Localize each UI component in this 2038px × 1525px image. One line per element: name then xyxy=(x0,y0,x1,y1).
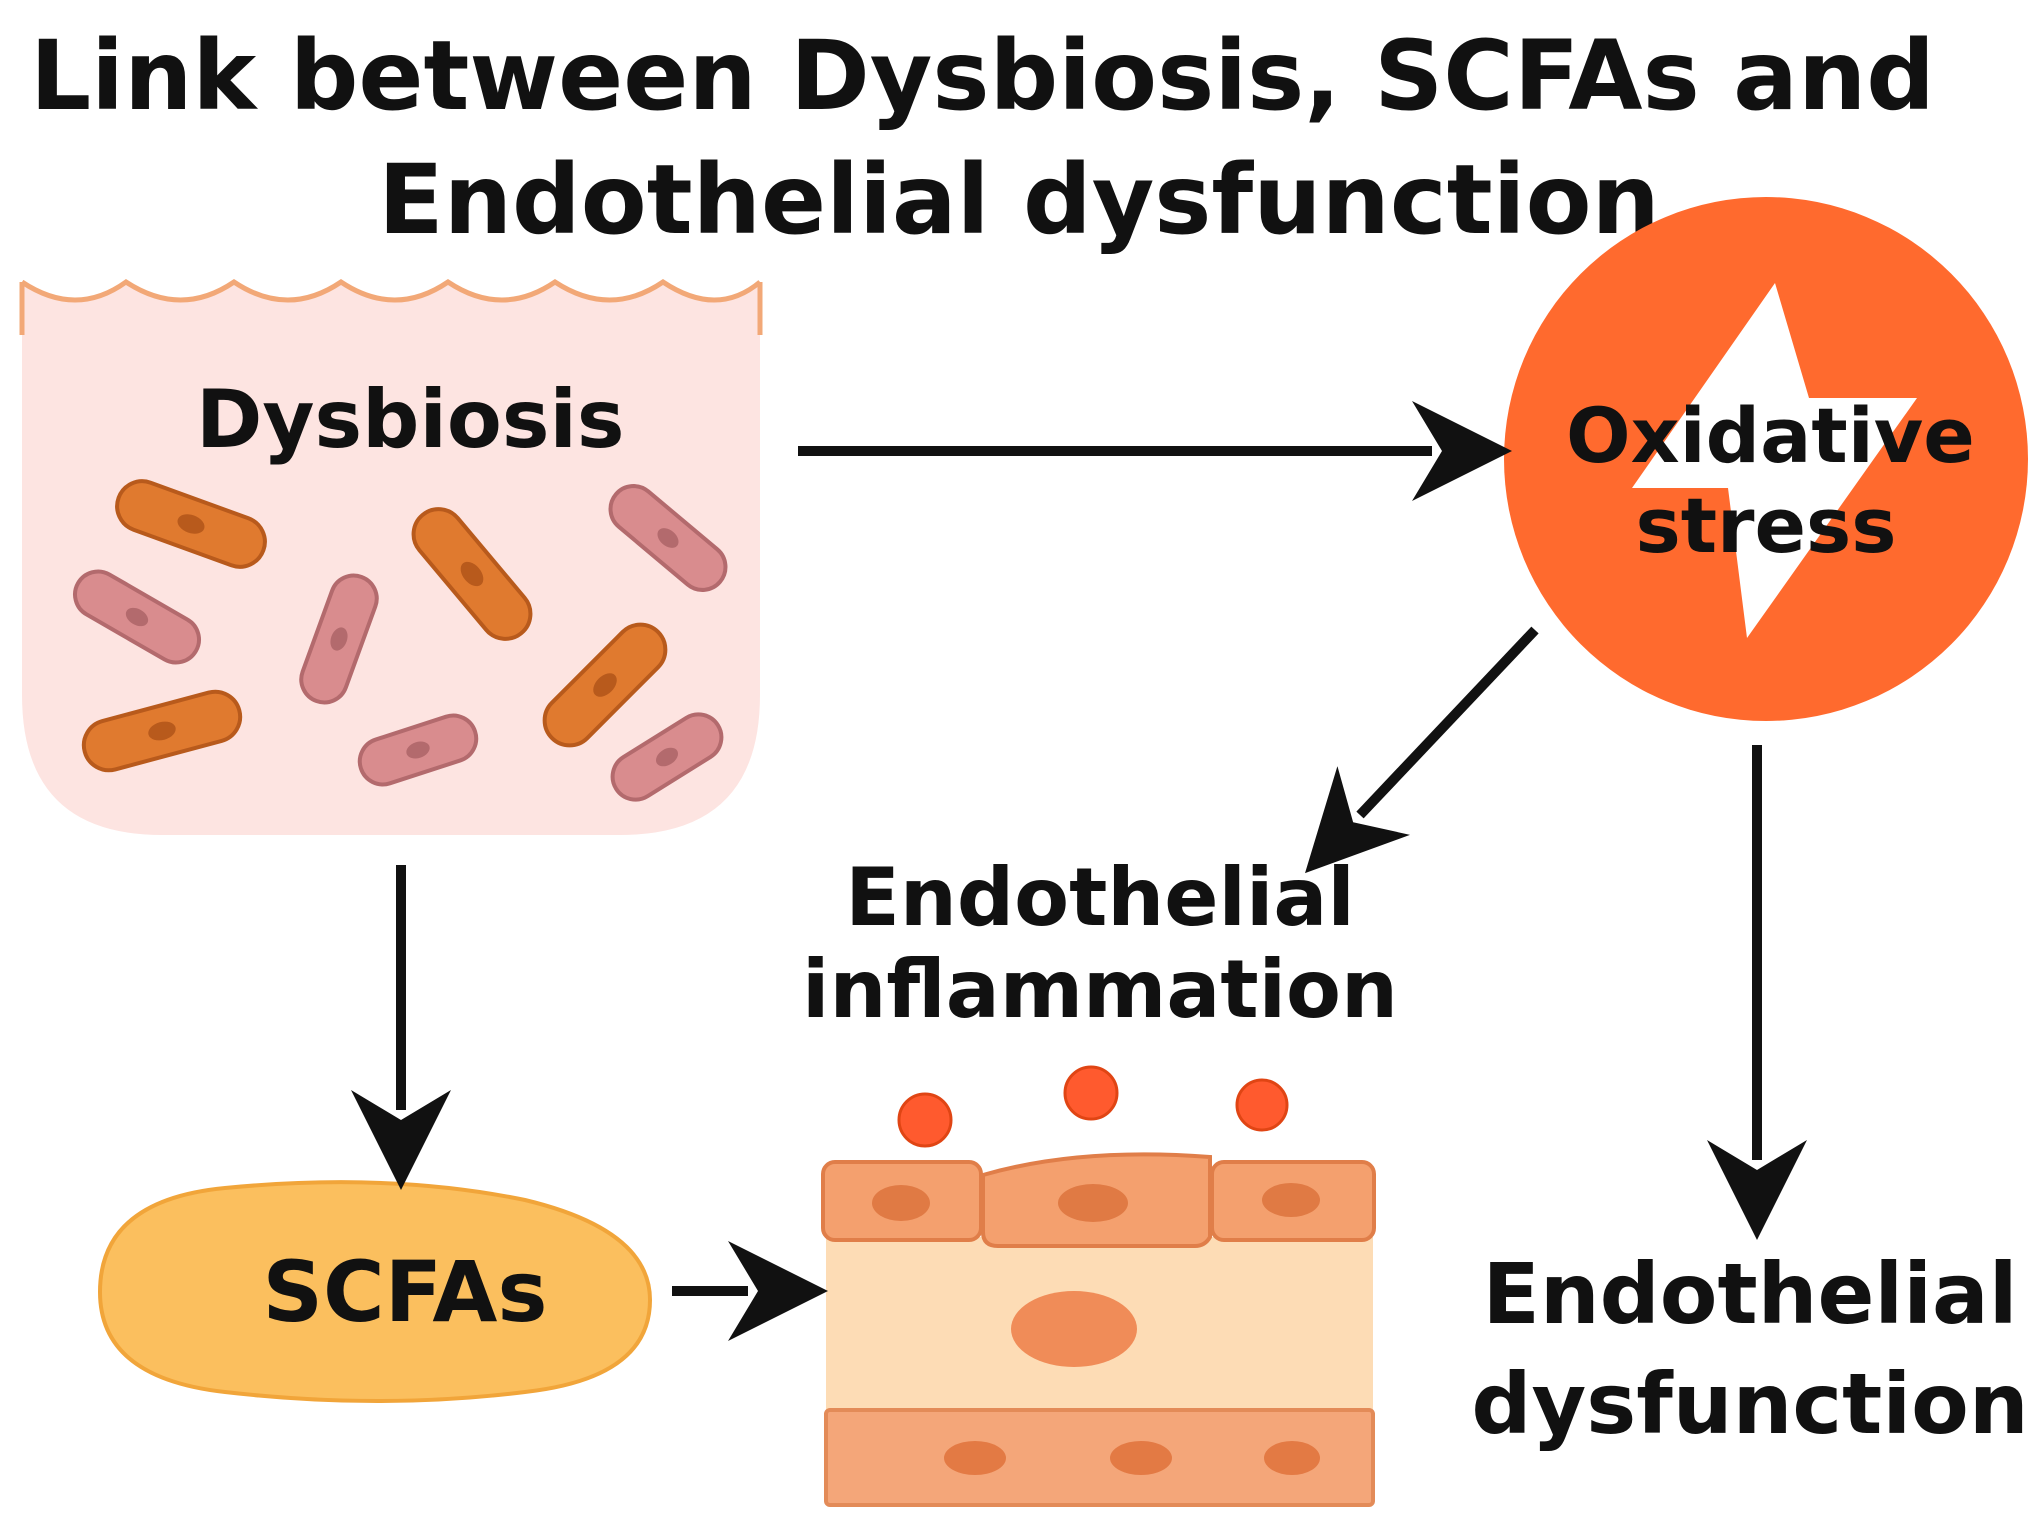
endothelial-dysfunction-label-line-1: Endothelial xyxy=(1482,1245,2018,1343)
bacteria-icon xyxy=(542,622,668,748)
lightning-bolt-icon xyxy=(1632,283,1917,638)
oxidative-stress-label-line-1: Oxidative xyxy=(1566,391,1975,480)
oxidative-stress-node xyxy=(1504,197,2028,721)
bacteria-icon xyxy=(411,507,533,641)
bacteria-icon xyxy=(73,569,201,665)
bacteria-icon xyxy=(610,712,724,802)
inflammatory-cell xyxy=(1063,1065,1119,1121)
endothelial-inflammation-label-line-2: inflammation xyxy=(802,943,1398,1036)
endothelial-dysfunction-label-line-2: dysfunction xyxy=(1471,1355,2029,1453)
bacteria-icon xyxy=(299,573,379,705)
bacteria-icon xyxy=(357,713,479,787)
inflammatory-cell xyxy=(1235,1078,1289,1132)
inflammatory-cell xyxy=(897,1092,953,1148)
dysbiosis-panel xyxy=(19,278,763,835)
bacteria-icon xyxy=(608,484,728,592)
dysbiosis-label: Dysbiosis xyxy=(196,373,625,466)
endothelial-tissue-icon xyxy=(821,1152,1376,1507)
title-line-2: Endothelial dysfunction xyxy=(378,144,1660,256)
arrow-oxidative-to-inflammation xyxy=(1305,626,1539,874)
oxidative-stress-label-line-2: stress xyxy=(1635,481,1897,570)
scfas-label: SCFAs xyxy=(262,1243,548,1341)
bacteria-icon xyxy=(81,689,243,773)
scfas-node xyxy=(97,1180,653,1403)
title-line-1: Link between Dysbiosis, SCFAs and xyxy=(30,20,1935,132)
bacteria-icon xyxy=(115,479,267,569)
endothelial-inflammation-label-line-1: Endothelial xyxy=(845,851,1355,944)
